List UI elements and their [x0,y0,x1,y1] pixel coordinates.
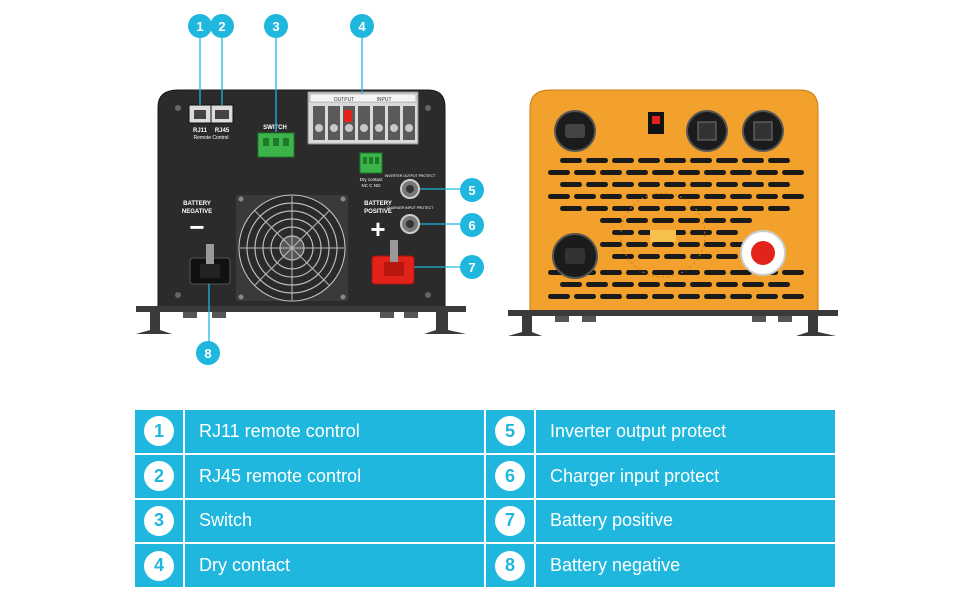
callout-number-3: 3 [272,19,279,34]
callout-badge-5 [460,178,484,202]
callout-number-4: 4 [358,19,366,34]
legend-number-7: 7 [495,505,525,536]
callout-lines [199,38,460,342]
legend-row-4: 4 Dry contact [135,544,484,587]
callout-number-1: 1 [196,19,203,34]
callout-legend-table: 1 RJ11 remote control 5 Inverter output … [135,410,835,587]
legend-row-7: 7 Battery positive [486,499,835,543]
legend-number-4: 4 [144,550,174,581]
switch-label: SWITCH [263,125,287,131]
remote-control-label: Remote Control [193,135,228,141]
callout-number-7: 7 [468,260,475,275]
vent-grille [548,158,804,299]
inverter-output-protect-label: INVERTER OUTPUT PROTECT [385,174,436,178]
battery-positive-label-1: BATTERY [364,201,392,207]
legend-label-4: Dry contact [199,555,291,576]
callout-badge-1 [188,14,212,38]
legend-row-1: 1 RJ11 remote control [135,410,484,453]
legend-row-3: 3 Switch [135,499,484,543]
product-illustration: RJ11 RJ45 Remote Control SWITCH OUTPUT I… [136,14,838,365]
callout-number-6: 6 [468,218,475,233]
battery-negative-label-2: NEGATIVE [182,209,212,215]
legend-number-2: 2 [144,461,174,492]
dry-contact-label: Dry contact [360,177,384,182]
legend-number-3: 3 [144,505,174,536]
callout-badge-7 [460,255,484,279]
screw [175,105,181,111]
mount-foot-left [508,316,542,336]
legend-number-6: 6 [495,461,525,492]
callout-badge-2 [210,14,234,38]
screw [425,292,431,298]
output-label: OUTPUT [334,97,355,103]
battery-positive-label-2: POSITIVE [364,209,392,215]
legend-label-5: Inverter output protect [550,420,727,441]
legend-label-1: RJ11 remote control [199,420,360,441]
legend-number-5: 5 [495,416,525,447]
callout-badge-8 [196,341,220,365]
mount-foot-right [424,312,466,334]
rj45-label: RJ45 [215,128,230,134]
inverter-diagram: RJ11 RJ45 Remote Control SWITCH OUTPUT I… [136,14,838,365]
legend-label-8: Battery negative [550,555,681,576]
battery-negative-label-1: BATTERY [183,201,211,207]
callout-badge-4 [350,14,374,38]
callout-number-2: 2 [218,19,225,34]
input-label: INPUT [377,97,392,103]
legend-label-2: RJ45 remote control [199,465,362,486]
battery-positive-terminal [371,240,415,285]
screw [425,105,431,111]
legend-row-6: 6 Charger input protect [486,454,835,498]
battery-negative-terminal [189,244,231,285]
legend-number-8: 8 [495,550,525,581]
callout-badges: 1 2 3 4 5 6 7 8 [188,14,484,365]
orange-panel [508,89,838,336]
legend-label-3: Switch [199,510,253,531]
mount-foot-right [796,316,836,336]
callout-badge-6 [460,213,484,237]
callout-badge-3 [264,14,288,38]
callout-number-8: 8 [204,346,211,361]
dry-contact-pins: NC C NO [362,183,381,188]
legend-row-5: 5 Inverter output protect [486,410,835,453]
charger-input-protect-label: CHARGER INPUT PROTECT [387,206,434,210]
screw [175,292,181,298]
legend-label-7: Battery positive [550,510,674,531]
plus-symbol: + [370,214,385,244]
minus-symbol: − [189,212,204,242]
dark-panel: RJ11 RJ45 Remote Control SWITCH OUTPUT I… [136,89,466,334]
legend-row-8: 8 Battery negative [486,544,835,587]
legend-row-2: 2 RJ45 remote control [135,454,484,498]
callout-number-5: 5 [468,183,475,198]
legend-label-6: Charger input protect [550,465,720,486]
cooling-fan [236,194,348,302]
mount-foot-left [136,312,172,334]
legend-number-1: 1 [144,416,174,447]
rj11-label: RJ11 [193,128,208,134]
